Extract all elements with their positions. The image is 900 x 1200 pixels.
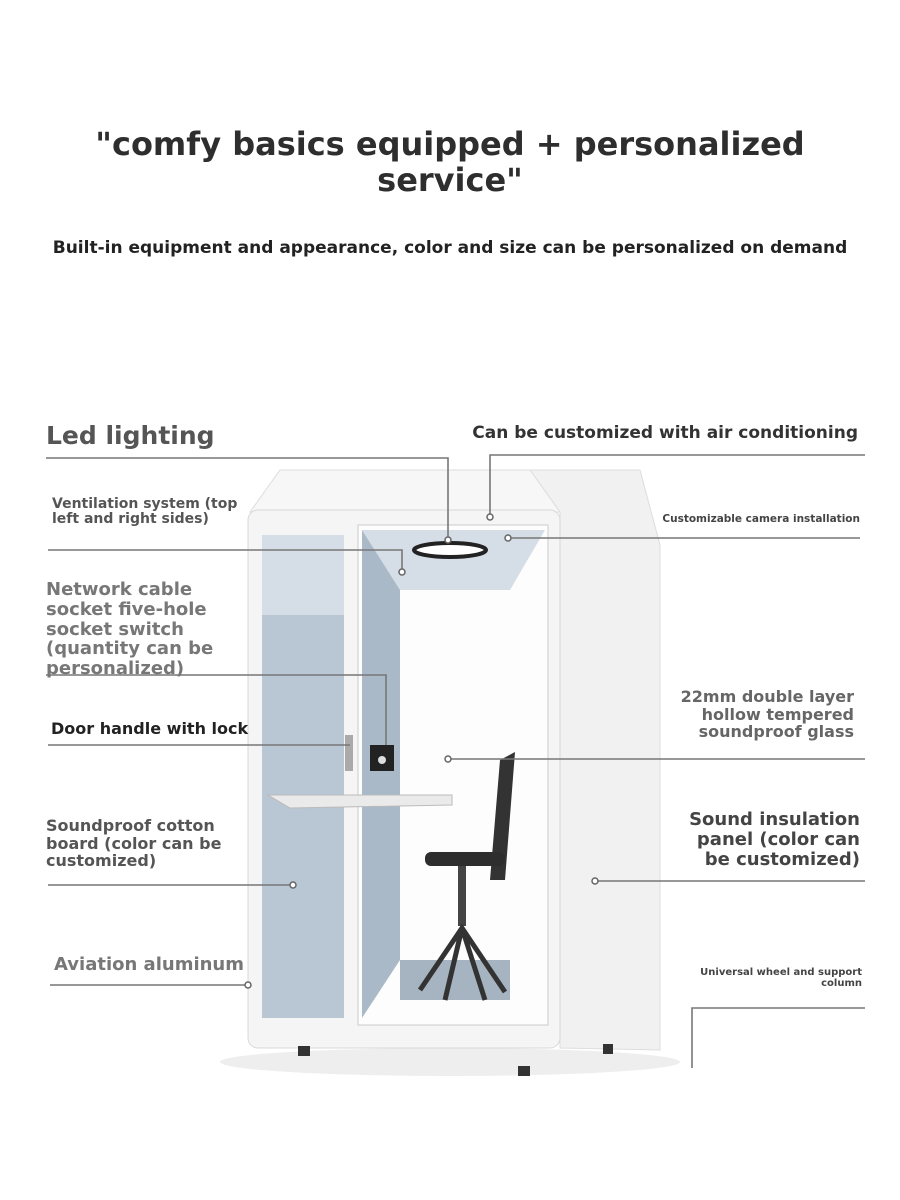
callout-glass: 22mm double layer hollow tempered soundp… (680, 687, 854, 742)
title-line-2: service" (377, 161, 523, 199)
callout-camera: Customizable camera installation (662, 513, 860, 525)
callout-aviation-aluminum: Aviation aluminum (54, 954, 245, 975)
callout-ventilation: Ventilation system (top left and right s… (52, 496, 238, 528)
callout-network-socket: Network cable socket five-hole socket sw… (46, 579, 214, 680)
callout-led-lighting: Led lighting (46, 421, 215, 450)
callout-cotton-board: Soundproof cotton board (color can be cu… (46, 816, 222, 871)
callout-insulation-panel: Sound insulation panel (color can be cus… (689, 809, 860, 870)
page-title: "comfy basics equipped + personalized se… (0, 126, 900, 198)
title-line-1: "comfy basics equipped + personalized (95, 125, 805, 163)
subtitle: Built-in equipment and appearance, color… (52, 238, 848, 258)
callout-air-conditioning: Can be customized with air conditioning (472, 423, 858, 443)
callout-door-handle: Door handle with lock (51, 719, 249, 738)
callout-universal-wheel: Universal wheel and support column (700, 967, 862, 989)
